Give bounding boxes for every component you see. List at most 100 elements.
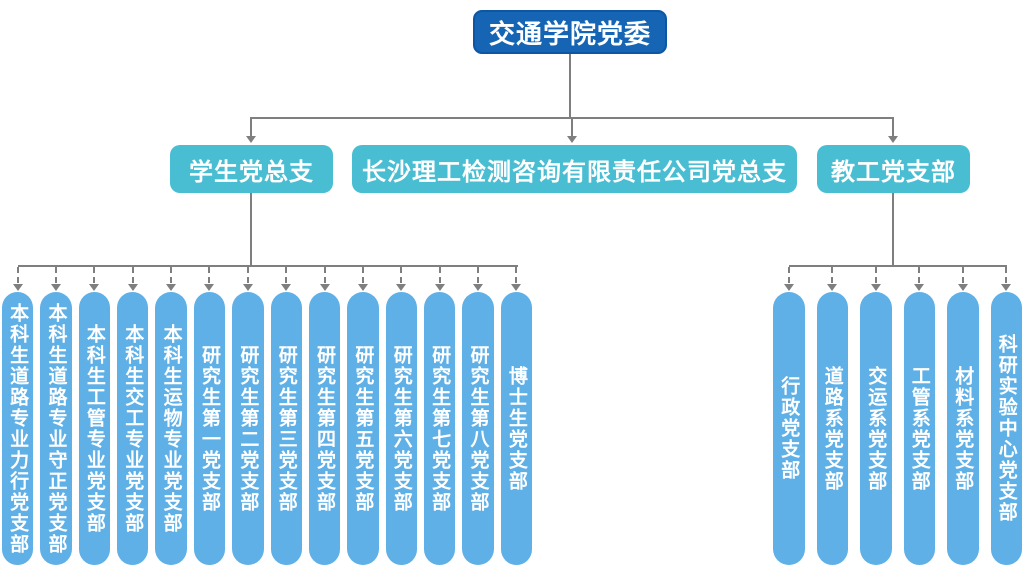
party-branch-node: 科研实验中心党支部 [990, 292, 1022, 565]
org-branch-cell: 道路系党支部 [816, 267, 848, 565]
party-branch-node: 本科生运物专业党支部 [155, 292, 187, 565]
org-branch-cell: 本科生交工专业党支部 [117, 267, 149, 565]
connector-dashed-drop [323, 267, 326, 283]
arrow-down-icon [242, 284, 253, 291]
party-branch-node: 本科生交工专业党支部 [117, 292, 149, 565]
connector-dashed-drop [961, 267, 964, 283]
arrow-down-icon [51, 284, 62, 291]
root-node-label: 交通学院党委 [488, 18, 651, 49]
org-branch-cell: 研究生第七党支部 [423, 267, 456, 565]
party-branch-node: 研究生第二党支部 [232, 292, 264, 565]
party-branch-label: 工管系党支部 [908, 365, 930, 492]
org-branch-cell: 研究生第四党支部 [308, 267, 341, 565]
root-node-party-committee: 交通学院党委 [473, 10, 667, 54]
node-student-general-branch: 学生党总支 [170, 145, 333, 193]
arrow-down-icon [783, 284, 794, 291]
connector-dashed-drop [55, 267, 58, 283]
connector-dashed-drop [400, 267, 403, 283]
connector-dashed-drop [438, 267, 441, 283]
party-branch-label: 研究生第三党支部 [275, 344, 297, 513]
org-branch-cell: 材料系党支部 [947, 267, 979, 565]
arrow-down-icon [127, 284, 138, 291]
arrow-down-icon [957, 284, 968, 291]
arrow-down-icon [281, 284, 292, 291]
node-label: 学生党总支 [189, 158, 314, 186]
party-branch-label: 研究生第四党支部 [314, 344, 336, 513]
connector-dashed-drop [1005, 267, 1008, 283]
party-branch-node: 本科生道路专业守正党支部 [40, 292, 72, 565]
party-branch-label: 研究生第六党支部 [390, 344, 412, 513]
arrow-down-icon [472, 284, 483, 291]
party-branch-label: 研究生第一党支部 [198, 344, 220, 513]
party-branch-node: 道路系党支部 [816, 292, 848, 565]
arrow-down-icon [888, 136, 898, 143]
connector-drop-faculty [892, 117, 894, 137]
party-branch-node: 研究生第八党支部 [462, 292, 494, 565]
party-branch-label: 本科生运物专业党支部 [160, 323, 182, 534]
connector-dashed-drop [874, 267, 877, 283]
party-branch-label: 道路系党支部 [821, 365, 843, 492]
arrow-down-icon [827, 284, 838, 291]
connector-faculty-stem [892, 193, 894, 267]
org-branch-cell: 研究生第二党支部 [232, 267, 264, 565]
party-branch-node: 研究生第一党支部 [193, 292, 226, 565]
party-branch-node: 研究生第七党支部 [423, 292, 456, 565]
arrow-down-icon [12, 284, 23, 291]
org-branch-cell: 博士生党支部 [500, 267, 533, 565]
arrow-down-icon [357, 284, 368, 291]
connector-dashed-drop [170, 267, 173, 283]
arrow-down-icon [511, 284, 522, 291]
arrow-down-icon [89, 284, 100, 291]
connector-dashed-drop [93, 267, 96, 283]
party-branch-label: 研究生第七党支部 [429, 344, 451, 513]
connector-drop-student [250, 117, 252, 137]
org-branch-cell: 本科生运物专业党支部 [155, 267, 187, 565]
party-branch-node: 研究生第六党支部 [385, 292, 417, 565]
party-branch-label: 研究生第二党支部 [237, 344, 259, 513]
arrow-down-icon [567, 136, 577, 143]
org-branch-cell: 工管系党支部 [903, 267, 935, 565]
party-branch-label: 研究生第八党支部 [467, 344, 489, 513]
org-branch-cell: 研究生第三党支部 [270, 267, 302, 565]
party-branch-label: 材料系党支部 [952, 365, 974, 492]
arrow-down-icon [1001, 284, 1012, 291]
org-branch-cell: 本科生道路专业力行党支部 [2, 267, 34, 565]
connector-dashed-drop [918, 267, 921, 283]
org-branch-cell: 交运系党支部 [860, 267, 892, 565]
party-branch-label: 博士生党支部 [505, 365, 527, 492]
arrow-down-icon [246, 136, 256, 143]
connector-dashed-drop [361, 267, 364, 283]
connector-student-bus [18, 265, 518, 267]
party-branch-label: 交运系党支部 [865, 365, 887, 492]
node-company-general-branch: 长沙理工检测咨询有限责任公司党总支 [352, 145, 797, 193]
party-branch-label: 行政党支部 [778, 376, 800, 481]
node-faculty-branch: 教工党支部 [817, 145, 970, 193]
connector-dashed-drop [208, 267, 211, 283]
arrow-down-icon [914, 284, 925, 291]
party-branch-node: 研究生第三党支部 [270, 292, 302, 565]
party-branch-label: 研究生第五党支部 [352, 344, 374, 513]
arrow-down-icon [434, 284, 445, 291]
connector-dashed-drop [246, 267, 249, 283]
connector-dashed-drop [16, 267, 19, 283]
connector-drop-company [571, 117, 573, 137]
connector-dashed-drop [787, 267, 790, 283]
party-branch-node: 材料系党支部 [947, 292, 979, 565]
party-branch-node: 工管系党支部 [903, 292, 935, 565]
party-branch-node: 交运系党支部 [860, 292, 892, 565]
org-branch-cell: 研究生第六党支部 [385, 267, 417, 565]
party-branch-node: 本科生道路专业力行党支部 [2, 292, 34, 565]
org-branch-cell: 本科生工管专业党支部 [78, 267, 111, 565]
connector-student-stem [250, 193, 252, 267]
party-branch-label: 本科生道路专业守正党支部 [45, 302, 67, 555]
party-branch-node: 研究生第四党支部 [308, 292, 341, 565]
org-branch-cell: 行政党支部 [773, 267, 805, 565]
arrow-down-icon [319, 284, 330, 291]
arrow-down-icon [396, 284, 407, 291]
arrow-down-icon [870, 284, 881, 291]
party-branch-label: 本科生工管专业党支部 [83, 323, 105, 534]
org-branch-cell: 科研实验中心党支部 [990, 267, 1022, 565]
arrow-down-icon [204, 284, 215, 291]
party-branch-label: 科研实验中心党支部 [995, 334, 1017, 523]
